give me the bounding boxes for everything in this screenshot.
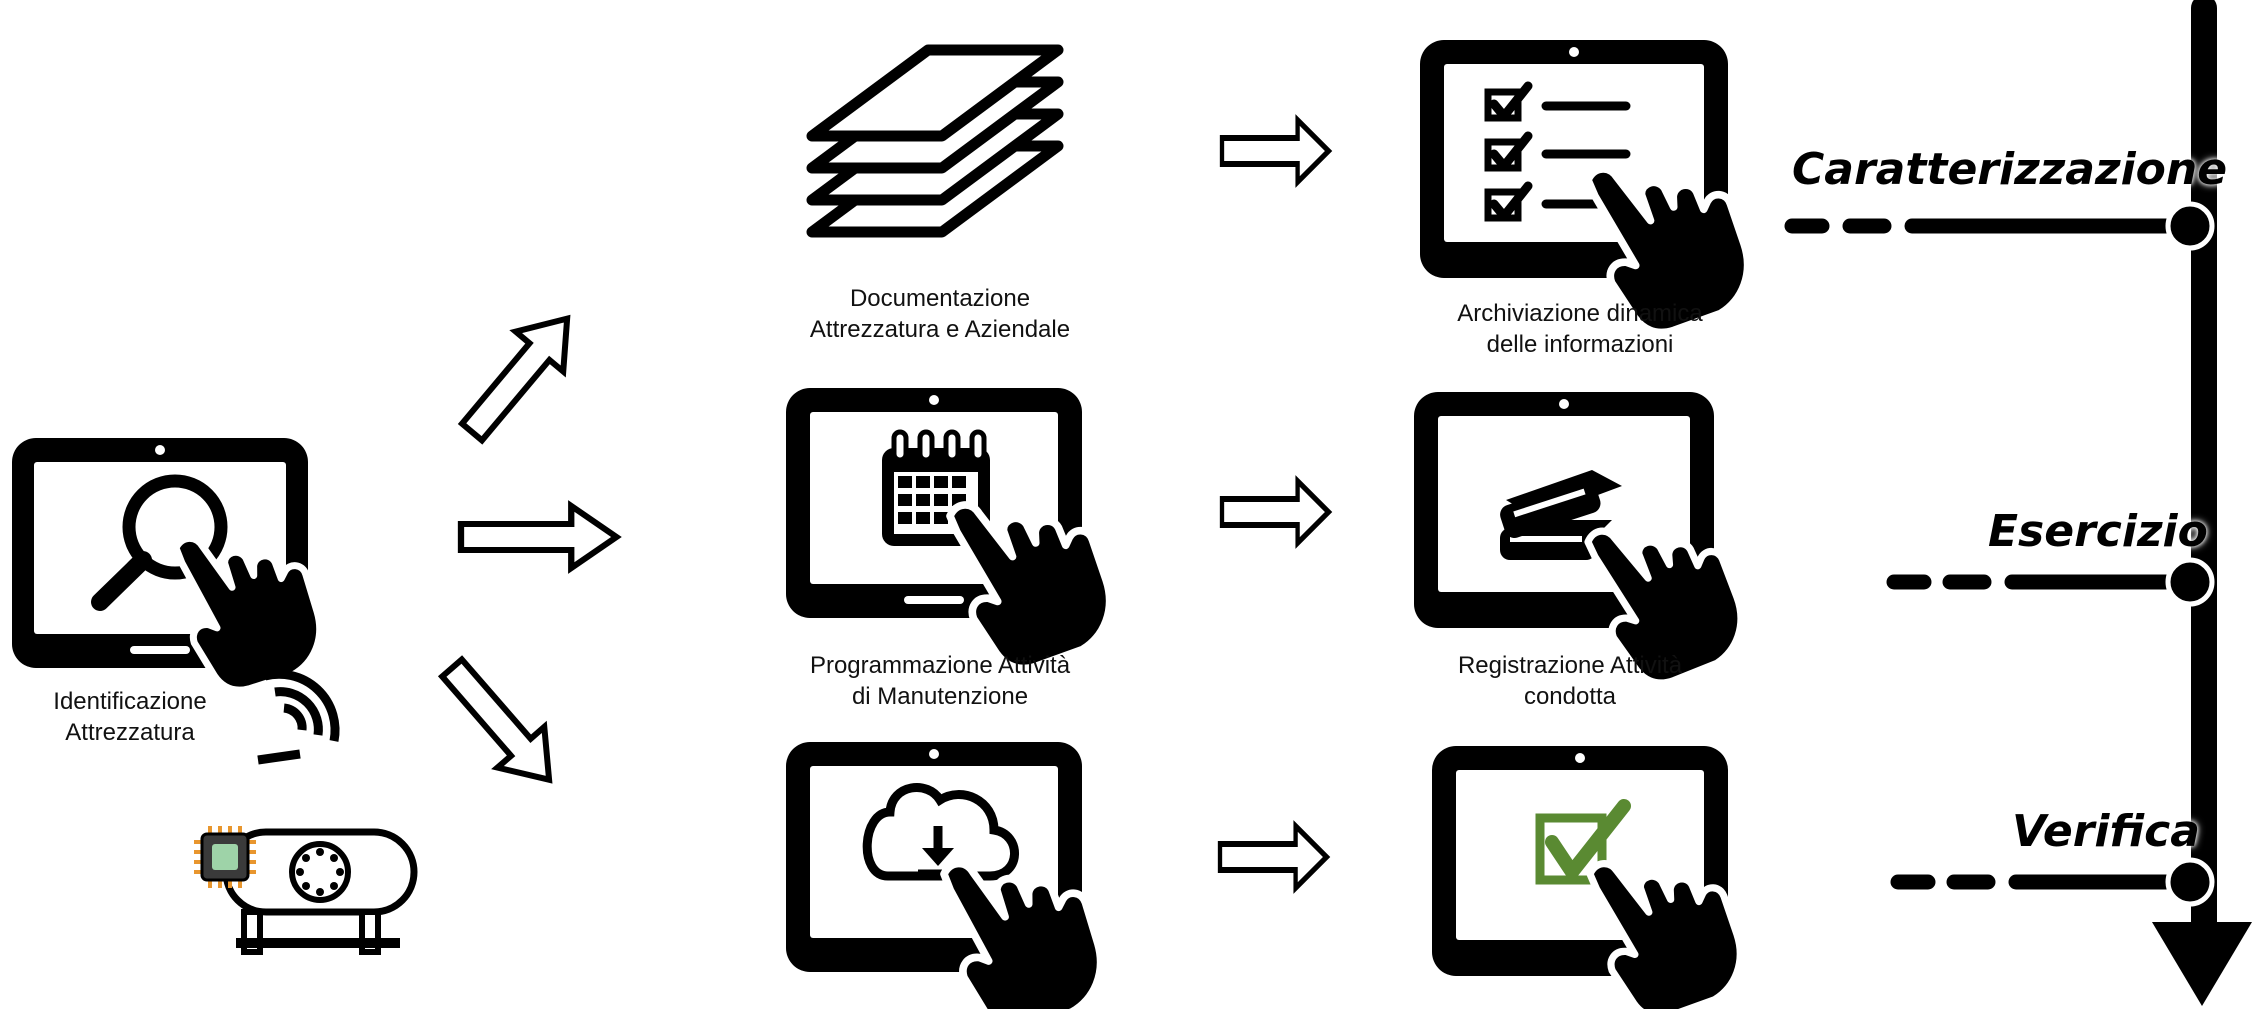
- tablet-calendar-icon: [786, 388, 1121, 678]
- tablet-cloud-download-icon: [786, 742, 1110, 1009]
- arrow-to-registrazione: [1222, 481, 1329, 543]
- tank-with-chip-icon: [194, 826, 418, 955]
- tablet-green-check-icon: [1432, 746, 1751, 1009]
- timeline-marker-caratterizzazione: [1784, 201, 2215, 251]
- arrow-to-download: [429, 648, 573, 800]
- phase-label-esercizio: Esercizio: [1988, 506, 2208, 557]
- tablet-search-icon: [12, 438, 329, 697]
- wireless-signal-icon: [257, 669, 340, 765]
- timeline-arrow: [2152, 0, 2252, 1006]
- tablet-checklist-icon: [1420, 40, 1759, 342]
- arrow-to-verifica: [1220, 826, 1327, 888]
- stacked-documents-icon: [806, 44, 1064, 238]
- caption-archiviazione: Archiviazione dinamica delle informazion…: [1457, 300, 1703, 358]
- timeline-marker-esercizio: [1886, 557, 2215, 607]
- caption-identificazione: Identificazione Attrezzatura: [53, 688, 207, 746]
- caption-programmazione: Programmazione Attività di Manutenzione: [809, 652, 1071, 710]
- arrow-to-documentazione: [448, 299, 591, 452]
- timeline-marker-verifica: [1890, 857, 2215, 907]
- arrow-to-archiviazione: [1222, 120, 1329, 182]
- caption-documentazione: Documentazione Attrezzatura e Aziendale: [809, 285, 1071, 343]
- phase-label-verifica: Verifica: [2012, 806, 2200, 857]
- tablet-books-icon: [1414, 392, 1753, 693]
- phase-label-caratterizzazione: Caratterizzazione: [1792, 144, 2228, 195]
- caption-registrazione: Registrazione Attività condotta: [1457, 652, 1683, 710]
- arrow-to-programmazione: [461, 506, 616, 568]
